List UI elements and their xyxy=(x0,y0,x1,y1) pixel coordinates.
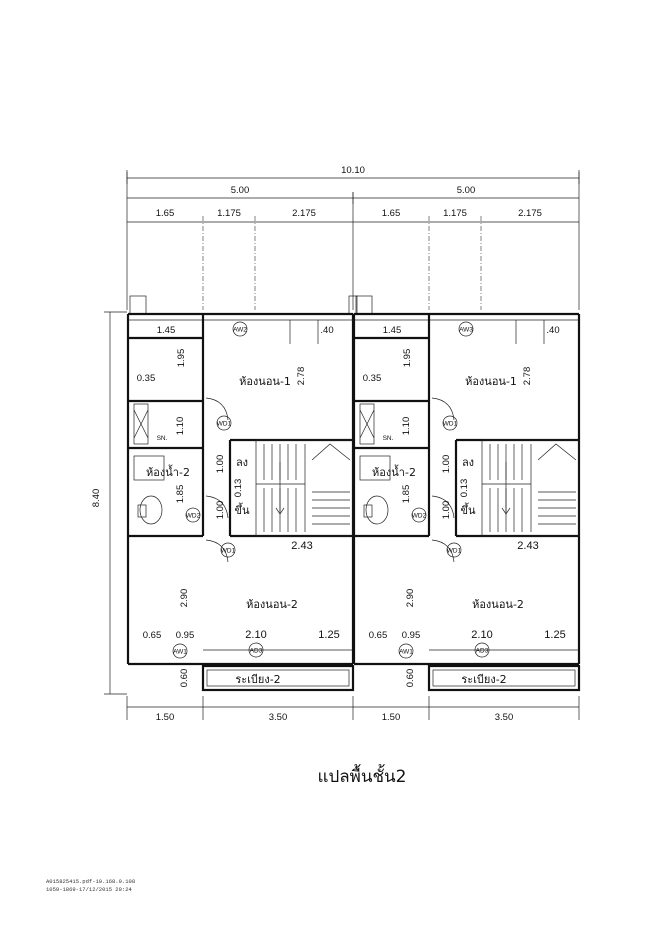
dim-balcony-depth: 0.60 xyxy=(179,669,190,688)
dim-seg-a-right: 1.65 xyxy=(382,208,401,219)
dim-b1-left-depth-r: 1.95 xyxy=(402,349,413,368)
tag-aw1-left: AW1 xyxy=(172,643,188,659)
svg-text:AD3: AD3 xyxy=(476,648,489,655)
dim-b1-front-right-r: .40 xyxy=(546,325,559,336)
dim-small-035: 0.35 xyxy=(137,373,156,384)
unit-left: ห้องนอน-1 ห้องนอน-2 ห้องน้ำ-2 ระเบียง-2 … xyxy=(126,295,358,692)
label-bathroom-right: ห้องน้ำ-2 xyxy=(372,464,416,479)
tag-wd1-lower-left: WD1 xyxy=(220,542,236,558)
tag-wd2-right: WD2 xyxy=(411,507,427,523)
svg-text:WD2: WD2 xyxy=(186,513,201,520)
label-stair-up-right: ขึ้น xyxy=(460,502,476,517)
top-dimensions: 10.10 5.00 5.00 1.65 1.175 2.175 1.65 1.… xyxy=(126,165,580,310)
dim-small-035-r: 0.35 xyxy=(363,373,382,384)
dim-hall-width: 2.43 xyxy=(291,540,312,552)
label-bedroom1-left: ห้องนอน-1 xyxy=(239,375,291,388)
dim-rear-065-r: 0.65 xyxy=(369,630,388,641)
label-sink-left: SN. xyxy=(157,435,168,442)
dim-b2-depth-r: 2.90 xyxy=(405,589,416,608)
tag-aw1-right: AW1 xyxy=(398,643,414,659)
label-bedroom2-right: ห้องนอน-2 xyxy=(472,598,524,611)
dim-b1-front-left-r: 1.45 xyxy=(383,325,402,336)
label-stair-down-left: ลง xyxy=(236,456,248,469)
dim-seg-b-left: 1.175 xyxy=(217,208,241,219)
label-sink-right: SN. xyxy=(383,435,394,442)
dim-b2-depth: 2.90 xyxy=(179,589,190,608)
bottom-dimensions: 1.50 3.50 1.50 3.50 xyxy=(126,696,580,723)
tag-wd1-lower-right: WD1 xyxy=(446,542,462,558)
dim-b1-front-left: 1.45 xyxy=(157,325,176,336)
svg-text:AW1: AW1 xyxy=(173,649,187,656)
tag-wd1-upper-left: WD1 xyxy=(216,415,232,431)
unit-right: ห้องนอน-1 ห้องนอน-2 ห้องน้ำ-2 ระเบียง-2 … xyxy=(352,295,581,692)
dim-rear-210-r: 2.10 xyxy=(471,629,492,641)
depth-dimension: 8.40 xyxy=(91,311,127,695)
dim-stair-lower-r: 1.00 xyxy=(441,501,452,520)
dim-stair-upper: 1.00 xyxy=(215,455,226,474)
dim-stair-mid: 0.13 xyxy=(233,479,244,498)
tag-aw3-right: AW3 xyxy=(458,321,474,337)
svg-text:AD3: AD3 xyxy=(250,648,263,655)
dim-small-110-r: 1.10 xyxy=(401,417,412,436)
dim-hall-width-r: 2.43 xyxy=(517,540,538,552)
label-balcony-left: ระเบียง-2 xyxy=(235,673,280,686)
label-stair-up-left: ขึ้น xyxy=(234,502,250,517)
label-bathroom-left: ห้องน้ำ-2 xyxy=(146,464,190,479)
dim-b1-depth: 2.78 xyxy=(296,367,307,386)
drawing-title: แปลพื้นชั้น2 xyxy=(318,764,407,787)
tag-wd2-left: WD2 xyxy=(185,507,201,523)
dim-bottom-a-right: 1.50 xyxy=(382,712,401,723)
tag-wd1-upper-right: WD1 xyxy=(442,415,458,431)
svg-text:WD1: WD1 xyxy=(217,421,232,428)
svg-text:AW1: AW1 xyxy=(399,649,413,656)
dim-bath-depth: 1.85 xyxy=(175,485,186,504)
dim-balcony-depth-r: 0.60 xyxy=(405,669,416,688)
dim-bottom-b-right: 3.50 xyxy=(495,712,514,723)
dim-unit-width-right: 5.00 xyxy=(457,185,476,196)
dim-rear-095-r: 0.95 xyxy=(402,630,421,641)
svg-text:WD2: WD2 xyxy=(412,513,427,520)
stair-left xyxy=(255,439,354,537)
footer-line-2: 1059-1869-17/12/2015 20:24 xyxy=(46,886,133,893)
dim-stair-upper-r: 1.00 xyxy=(441,455,452,474)
dim-stair-mid-r: 0.13 xyxy=(459,479,470,498)
dim-unit-width-left: 5.00 xyxy=(231,185,250,196)
dim-bath-depth-r: 1.85 xyxy=(401,485,412,504)
dim-depth: 8.40 xyxy=(91,489,102,508)
tag-aw2-left: AW2 xyxy=(232,321,248,337)
tag-ad3-right: AD3 xyxy=(474,642,490,658)
svg-text:AW2: AW2 xyxy=(233,327,247,334)
dim-stair-lower: 1.00 xyxy=(215,501,226,520)
dim-b1-left-depth: 1.95 xyxy=(176,349,187,368)
dim-bottom-b-left: 3.50 xyxy=(269,712,288,723)
dim-seg-c-left: 2.175 xyxy=(292,208,316,219)
dim-rear-125: 1.25 xyxy=(318,629,339,641)
dim-b1-depth-r: 2.78 xyxy=(522,367,533,386)
dim-seg-a-left: 1.65 xyxy=(156,208,175,219)
label-bedroom2-left: ห้องนอน-2 xyxy=(246,598,298,611)
stair-right xyxy=(481,439,580,537)
dim-b1-front-right: .40 xyxy=(320,325,333,336)
dim-rear-065: 0.65 xyxy=(143,630,162,641)
svg-text:WD1: WD1 xyxy=(447,548,462,555)
dim-rear-095: 0.95 xyxy=(176,630,195,641)
svg-text:AW3: AW3 xyxy=(459,327,473,334)
dim-seg-c-right: 2.175 xyxy=(518,208,542,219)
balcony-right xyxy=(427,664,581,692)
dim-seg-b-right: 1.175 xyxy=(443,208,467,219)
label-stair-down-right: ลง xyxy=(462,456,474,469)
label-balcony-right: ระเบียง-2 xyxy=(461,673,506,686)
svg-text:WD1: WD1 xyxy=(221,548,236,555)
svg-text:WD1: WD1 xyxy=(443,421,458,428)
balcony-left xyxy=(201,664,355,692)
dim-bottom-a-left: 1.50 xyxy=(156,712,175,723)
dim-rear-210: 2.10 xyxy=(245,629,266,641)
dim-small-110: 1.10 xyxy=(175,417,186,436)
dim-total-width: 10.10 xyxy=(341,165,365,176)
footer-line-1: A015825415.pdf-10.168.0.108 xyxy=(46,878,135,885)
tag-ad3-left: AD3 xyxy=(248,642,264,658)
label-bedroom1-right: ห้องนอน-1 xyxy=(465,375,517,388)
dim-rear-125-r: 1.25 xyxy=(544,629,565,641)
